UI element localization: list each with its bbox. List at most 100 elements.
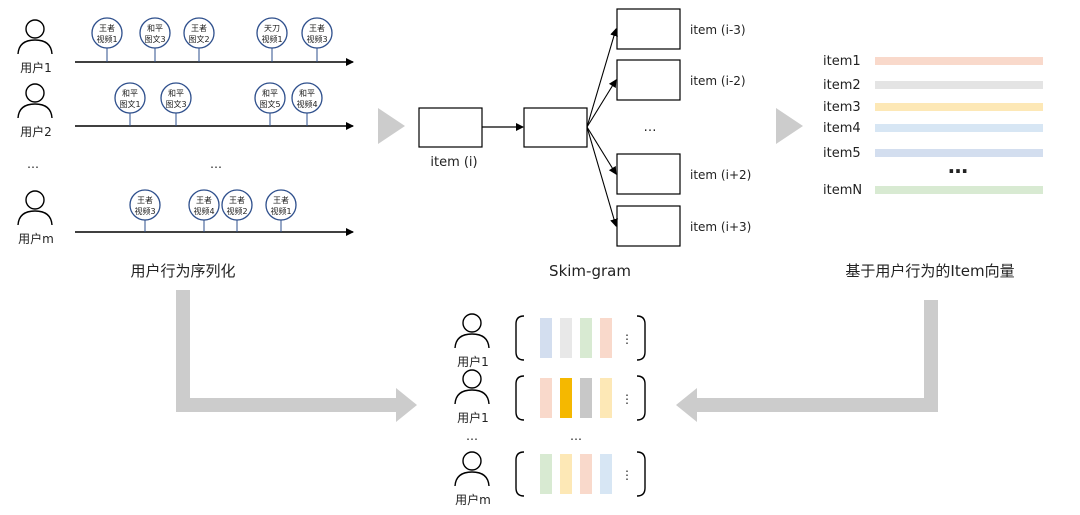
svg-text:视频4: 视频4: [296, 99, 317, 109]
caption-right: 基于用户行为的Item向量: [845, 262, 1014, 280]
svg-text:王者: 王者: [99, 24, 115, 33]
user-vector-cell: [580, 378, 592, 418]
item-vector-bar: [875, 149, 1043, 157]
svg-text:图文2: 图文2: [188, 34, 209, 44]
left-ellipsis-b: …: [210, 157, 222, 171]
vector-bracket-left: [515, 375, 525, 421]
user-label: 用户1: [457, 410, 489, 425]
user-vector-dots: ⋮: [621, 332, 633, 346]
flow-arrow-left-to-mid: [378, 108, 405, 144]
svg-text:图文5: 图文5: [259, 99, 280, 109]
skipgram-output-arrow: [586, 126, 617, 175]
svg-text:王者: 王者: [309, 24, 325, 33]
caption-mid: Skim-gram: [549, 262, 631, 280]
user-icon: [454, 369, 490, 405]
user-icon: [17, 83, 53, 119]
vector-bracket-left: [515, 315, 525, 361]
user-vector-cell: [540, 318, 552, 358]
svg-text:图文3: 图文3: [144, 34, 165, 44]
item-vector-label: item3: [823, 100, 861, 115]
skipgram-input-label: item (i): [430, 155, 477, 170]
svg-text:王者: 王者: [229, 196, 245, 205]
item-vector-label: item4: [823, 121, 861, 136]
vector-bracket-left: [515, 451, 525, 497]
item-vector-label: item5: [823, 146, 861, 161]
skipgram-output-label: item (i-2): [690, 74, 746, 88]
svg-text:天刀: 天刀: [264, 24, 280, 33]
user-label: 用户m: [455, 492, 491, 507]
skipgram-hidden-box: [523, 107, 588, 148]
user-label: 用户2: [20, 124, 52, 139]
caption-left: 用户行为序列化: [130, 262, 235, 280]
svg-text:视频1: 视频1: [261, 34, 282, 44]
item-vector-label: itemN: [823, 183, 862, 198]
user-label: 用户m: [18, 231, 54, 246]
vector-bracket-right: [636, 315, 646, 361]
user-vector-cell: [600, 318, 612, 358]
svg-text:和平: 和平: [168, 89, 184, 98]
skipgram-output-box: [616, 153, 681, 195]
svg-text:王者: 王者: [196, 196, 212, 205]
svg-text:王者: 王者: [137, 196, 153, 205]
skipgram-output-label: item (i+3): [690, 220, 751, 234]
flow-arrow-mid-to-right: [776, 108, 803, 144]
user-vector-cell: [600, 454, 612, 494]
user-vector-dots: ⋮: [621, 468, 633, 482]
skipgram-output-arrow: [586, 126, 618, 227]
vector-bracket-right: [636, 451, 646, 497]
item-vector-bar: [875, 103, 1043, 111]
item-vector-bar: [875, 124, 1043, 132]
skipgram-output-box: [616, 205, 681, 247]
svg-text:视频2: 视频2: [226, 206, 247, 216]
user-vector-cell: [560, 378, 572, 418]
skipgram-output-arrow: [586, 79, 617, 128]
flow-arrow-right-to-bottom: [676, 300, 938, 422]
user-vector-cell: [580, 318, 592, 358]
user-vector-dots: ⋮: [621, 392, 633, 406]
item-vector-label: item2: [823, 78, 861, 93]
user-vector-cell: [560, 454, 572, 494]
user-label: 用户1: [20, 60, 52, 75]
svg-text:视频3: 视频3: [306, 34, 327, 44]
bottom-ellipsis-a: …: [466, 429, 478, 443]
user-icon: [17, 19, 53, 55]
user-label: 用户1: [457, 354, 489, 369]
svg-text:图文1: 图文1: [119, 99, 140, 109]
svg-text:王者: 王者: [191, 24, 207, 33]
skipgram-output-box: [616, 8, 681, 50]
item-vector-bar: [875, 186, 1043, 194]
svg-text:和平: 和平: [147, 24, 163, 33]
item-vector-bar: [875, 81, 1043, 89]
skipgram-dots: …: [644, 120, 657, 135]
skipgram-output-label: item (i-3): [690, 23, 746, 37]
left-ellipsis-a: …: [27, 157, 39, 171]
user-icon: [454, 451, 490, 487]
bottom-ellipsis-b: …: [570, 429, 582, 443]
item-vector-label: item1: [823, 54, 861, 69]
svg-text:视频1: 视频1: [96, 34, 117, 44]
user-icon: [17, 190, 53, 226]
flow-arrow-left-to-bottom: [176, 290, 417, 422]
item-vectors-dots: …: [948, 154, 968, 178]
item-vector-bar: [875, 57, 1043, 65]
user-vector-cell: [540, 454, 552, 494]
svg-text:和平: 和平: [299, 89, 315, 98]
svg-text:和平: 和平: [122, 89, 138, 98]
vector-bracket-right: [636, 375, 646, 421]
user-vector-cell: [560, 318, 572, 358]
user-vector-cell: [580, 454, 592, 494]
user-vector-cell: [540, 378, 552, 418]
